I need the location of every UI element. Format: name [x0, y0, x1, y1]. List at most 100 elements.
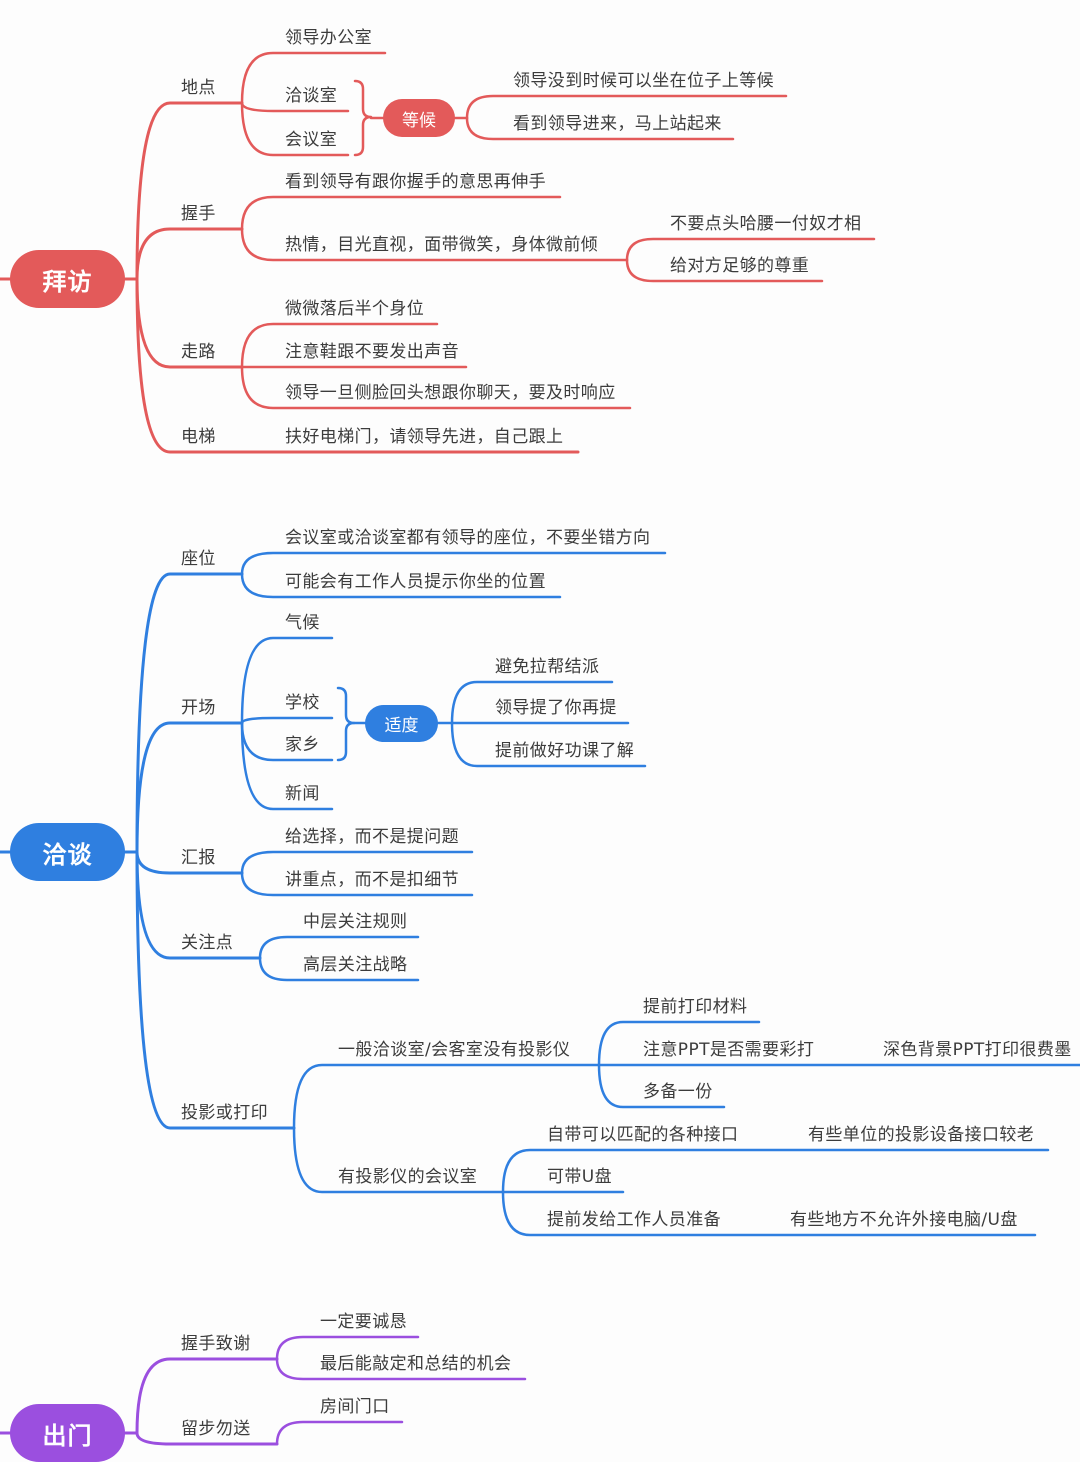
connector — [597, 1020, 761, 1067]
connector — [275, 1420, 404, 1446]
connector — [240, 850, 474, 875]
connector — [135, 572, 244, 854]
connector — [292, 1063, 601, 1130]
leaf-node: 不要点头哈腰一付奴才相 — [670, 214, 862, 234]
leaf-node: 给选择，而不是提问题 — [285, 827, 459, 847]
leaf-node: 提前打印材料 — [643, 997, 748, 1017]
branch-report: 汇报 — [181, 848, 216, 868]
summary-node-moderate: 适度 — [365, 705, 438, 742]
root-topic-leaving: 出门 — [10, 1404, 125, 1462]
root-topic-label: 出门 — [42, 1421, 93, 1450]
connector — [240, 871, 474, 897]
leaf-node: 领导办公室 — [285, 28, 372, 48]
connector — [135, 277, 580, 454]
branch-handshake: 握手 — [181, 204, 216, 224]
leaf-node: 注意PPT是否需要彩打 — [643, 1040, 815, 1060]
leaf-node: 微微落后半个身位 — [285, 299, 425, 319]
connector — [292, 1126, 505, 1194]
connector — [240, 551, 667, 576]
connector — [258, 956, 420, 982]
branch-walking: 走路 — [181, 342, 216, 362]
leaf-node: 学校 — [285, 693, 320, 713]
leaf-node: 讲重点，而不是扣细节 — [285, 870, 459, 890]
branch-projection-print: 投影或打印 — [181, 1103, 268, 1123]
branch-location: 地点 — [181, 78, 216, 98]
connector — [135, 1357, 279, 1435]
connector — [240, 322, 439, 369]
leaf-node: 深色背景PPT打印很费墨 — [883, 1040, 1072, 1060]
branch-focus: 关注点 — [181, 933, 234, 953]
connector — [597, 1063, 726, 1109]
leaf-node: 房间门口 — [320, 1397, 390, 1417]
root-topic-visit: 拜访 — [10, 250, 125, 308]
leaf-node: 会议室或洽谈室都有领导的座位，不要坐错方向 — [285, 528, 651, 548]
leaf-node: 新闻 — [285, 784, 320, 804]
leaf-node: 有些单位的投影设备接口较老 — [808, 1125, 1035, 1145]
subtopic-node: 一般洽谈室/会客室没有投影仪 — [338, 1040, 571, 1060]
leaf-node: 给对方足够的尊重 — [670, 256, 810, 276]
connector — [625, 237, 876, 262]
connector — [240, 51, 387, 105]
leaf-node: 会议室 — [285, 130, 338, 150]
leaf-node: 有些地方不允许外接电脑/U盘 — [790, 1210, 1018, 1230]
connector — [501, 1148, 1050, 1194]
connector — [240, 101, 350, 157]
connector — [240, 227, 629, 262]
leaf-node: 一定要诚恳 — [320, 1312, 407, 1332]
leaf-node: 领导没到时候可以坐在位子上等候 — [513, 71, 774, 91]
root-topic-label: 拜访 — [42, 267, 93, 296]
leaf-node: 提前做好功课了解 — [495, 741, 635, 761]
leaf-node: 提前发给工作人员准备 — [547, 1210, 721, 1230]
leaf-node: 热情，目光直视，面带微笑，身体微前倾 — [285, 235, 599, 255]
leaf-node: 自带可以匹配的各种接口 — [547, 1125, 739, 1145]
connector — [135, 850, 296, 1130]
root-topic-negotiation: 洽谈 — [10, 823, 125, 881]
connector — [275, 1335, 420, 1361]
connector — [275, 1357, 527, 1381]
leaf-node: 扶好电梯门，请领导先进，自己跟上 — [285, 427, 564, 447]
leaf-node: 注意鞋跟不要发出声音 — [285, 342, 459, 362]
branch-opening: 开场 — [181, 698, 216, 718]
connector — [135, 721, 244, 854]
connector — [240, 636, 334, 725]
leaf-node: 家乡 — [285, 735, 320, 755]
connector — [450, 680, 614, 725]
leaf-node: 可带U盘 — [547, 1167, 613, 1187]
leaf-node: 领导提了你再提 — [495, 698, 617, 718]
summary-label: 适度 — [384, 716, 419, 736]
connector — [240, 365, 632, 410]
leaf-node: 看到领导有跟你握手的意思再伸手 — [285, 172, 546, 192]
connector — [450, 721, 647, 768]
branch-handshake-thanks: 握手致谢 — [181, 1334, 251, 1354]
leaf-node: 高层关注战略 — [303, 955, 408, 975]
leaf-node: 洽谈室 — [285, 86, 338, 106]
leaf-node: 多备一份 — [643, 1082, 713, 1102]
connector — [465, 116, 735, 141]
leaf-node: 可能会有工作人员提示你坐的位置 — [285, 572, 546, 592]
leaf-node: 看到领导进来，马上站起来 — [513, 114, 722, 134]
connector — [501, 1190, 1037, 1237]
leaf-node: 避免拉帮结派 — [495, 657, 600, 677]
connector — [625, 258, 824, 283]
branch-seating: 座位 — [181, 549, 216, 569]
leaf-node: 最后能敲定和总结的机会 — [320, 1354, 512, 1374]
connector — [258, 935, 420, 960]
connector — [240, 721, 334, 811]
connector — [240, 572, 562, 599]
leaf-node: 中层关注规则 — [303, 912, 408, 932]
subtopic-node: 有投影仪的会议室 — [338, 1167, 478, 1187]
connector — [135, 227, 244, 281]
root-topic-label: 洽谈 — [42, 840, 93, 869]
summary-node-wait: 等候 — [383, 99, 455, 137]
summary-label: 等候 — [402, 110, 436, 131]
leaf-node: 气候 — [285, 613, 320, 633]
leaf-node: 领导一旦侧脸回头想跟你聊天，要及时响应 — [285, 383, 616, 403]
connector — [465, 94, 788, 120]
branch-no-seeing-off: 留步勿送 — [181, 1419, 251, 1439]
